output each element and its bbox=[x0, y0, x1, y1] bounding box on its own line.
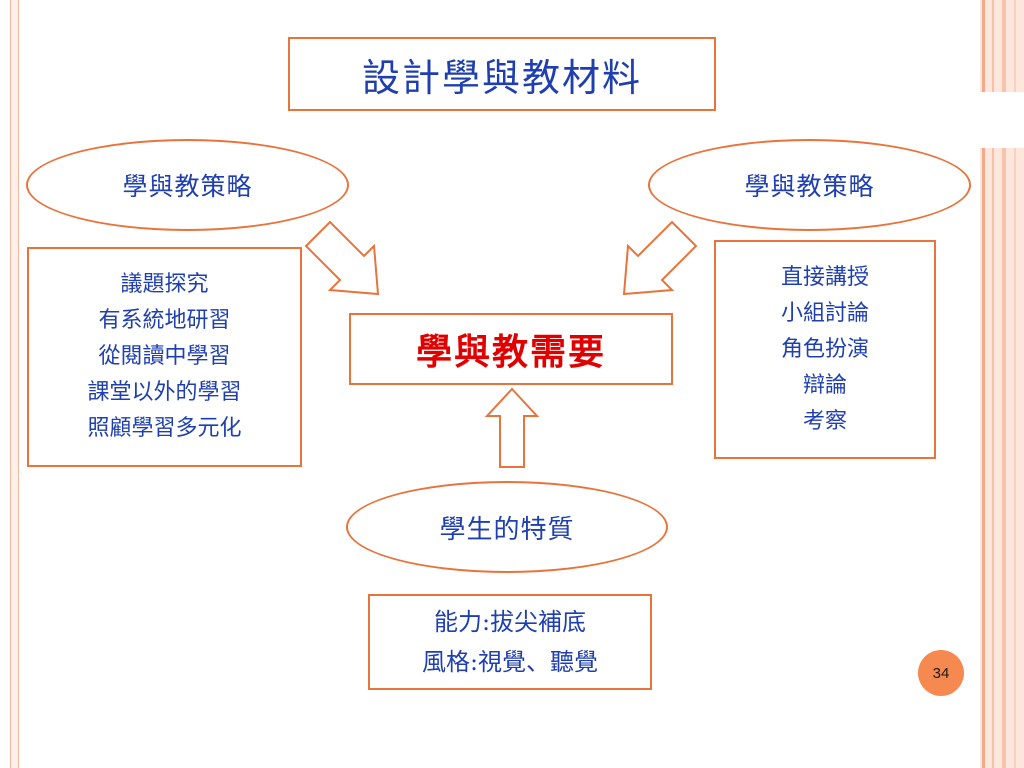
list-item: 考察 bbox=[802, 408, 847, 434]
list-item: 有系統地研習 bbox=[98, 308, 231, 333]
students-label: 學生的特質 bbox=[439, 514, 575, 545]
strategy-left-list: 議題探究 有系統地研習 從閱讀中學習 課堂以外的學習 照顧學習多元化 bbox=[27, 247, 302, 467]
arrow-up-icon bbox=[484, 387, 540, 468]
title-text: 設計學與教材料 bbox=[361, 55, 642, 100]
slide-frame-right bbox=[980, 0, 1024, 768]
list-item: 照顧學習多元化 bbox=[87, 416, 242, 441]
strategy-left-label: 學與教策略 bbox=[122, 172, 253, 201]
center-text: 學與教需要 bbox=[415, 331, 606, 373]
students-ellipse: 學生的特質 bbox=[346, 481, 668, 573]
title-box: 設計學與教材料 bbox=[288, 37, 716, 111]
center-box: 學與教需要 bbox=[349, 313, 673, 385]
list-item: 角色扮演 bbox=[780, 336, 869, 362]
list-item: 議題探究 bbox=[120, 272, 209, 297]
arrow-left-to-center-icon bbox=[304, 220, 380, 296]
arrow-right-to-center-icon bbox=[622, 220, 698, 296]
page-number-badge: 34 bbox=[918, 650, 964, 696]
list-item: 課堂以外的學習 bbox=[87, 380, 242, 405]
strategy-right-ellipse: 學與教策略 bbox=[648, 139, 971, 231]
list-item: 風格:視覺、聽覺 bbox=[421, 648, 599, 676]
page-number: 34 bbox=[932, 664, 950, 682]
list-item: 辯論 bbox=[802, 372, 847, 398]
list-item: 小組討論 bbox=[780, 300, 869, 326]
list-item: 從閱讀中學習 bbox=[98, 344, 231, 369]
list-item: 直接講授 bbox=[780, 264, 869, 290]
strategy-right-label: 學與教策略 bbox=[744, 172, 875, 201]
strategy-left-ellipse: 學與教策略 bbox=[26, 139, 349, 231]
strategy-right-list: 直接講授 小組討論 角色扮演 辯論 考察 bbox=[714, 240, 936, 459]
list-item: 能力:拔尖補底 bbox=[433, 608, 587, 636]
slide-frame-left bbox=[10, 0, 19, 768]
students-list: 能力:拔尖補底 風格:視覺、聽覺 bbox=[368, 594, 652, 690]
